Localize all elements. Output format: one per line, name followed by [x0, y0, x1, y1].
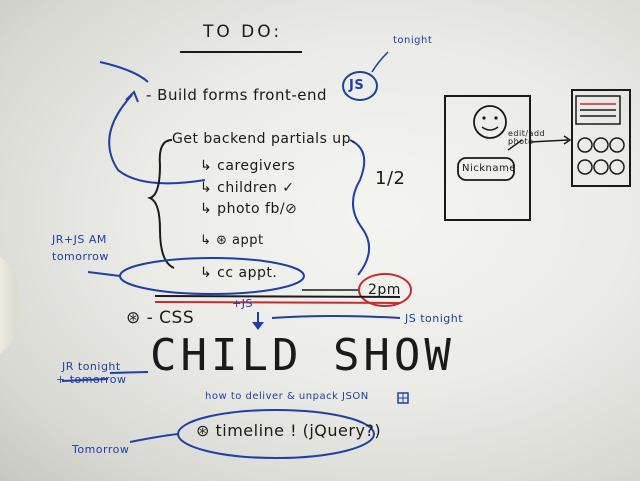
- right-brace: [349, 139, 370, 276]
- js-circle: [342, 71, 378, 101]
- tonight-arrow: [371, 51, 389, 73]
- jr-tonight-note: JR tonight: [62, 360, 121, 373]
- plus-js-note: +JS: [232, 297, 253, 310]
- photo-grid-sketch: [571, 89, 631, 187]
- half-mark: 1/2: [375, 168, 406, 189]
- task-build-forms: - Build forms front-end: [146, 86, 328, 104]
- divider-black: [154, 295, 401, 298]
- profile-card-sketch: [444, 95, 531, 221]
- wall-mount: [0, 250, 18, 360]
- tomorrow-note-2: Tomorrow: [72, 443, 130, 456]
- nickname-field-sketch: [457, 157, 515, 181]
- nickname-label: Nickname: [462, 163, 516, 174]
- timeline-task: ⊛ timeline ! (jQuery?): [196, 421, 382, 440]
- edit-photo-label: edit/add photo: [508, 129, 546, 146]
- js-label: JS: [349, 78, 365, 93]
- json-note: how to deliver & unpack JSON: [205, 391, 369, 402]
- css-task: ⊛ - CSS: [126, 308, 195, 328]
- sub-item-children: ↳ children ✓: [200, 180, 295, 196]
- left-brace: [146, 139, 175, 269]
- two-pm-label: 2pm: [368, 282, 401, 298]
- loop-arrow: [108, 94, 206, 185]
- sub-item-cc-appt: ↳ cc appt.: [200, 265, 278, 281]
- 2pm-circle: [358, 273, 412, 307]
- todo-title: TO DO:: [203, 22, 283, 42]
- face-sketch: [473, 105, 507, 139]
- tonight-note: tonight: [393, 35, 433, 46]
- tomorrow-note-1: tomorrow: [52, 250, 109, 263]
- divider-red: [154, 301, 401, 304]
- task-backend: Get backend partials up.: [172, 131, 357, 147]
- js-tonight-note: JS tonight: [405, 312, 464, 325]
- build-arrow: [99, 61, 149, 83]
- sub-item-photo: ↳ photo fb/⊘: [200, 201, 298, 217]
- tomorrow-struck-note: + tomorrow: [56, 373, 127, 386]
- child-show-heading: CHILD SHOW: [150, 330, 455, 381]
- sub-item-appt: ↳ ⊛ appt: [200, 233, 264, 248]
- jr-js-am-note: JR+JS AM: [52, 233, 107, 246]
- sub-item-caregivers: ↳ caregivers: [200, 158, 296, 174]
